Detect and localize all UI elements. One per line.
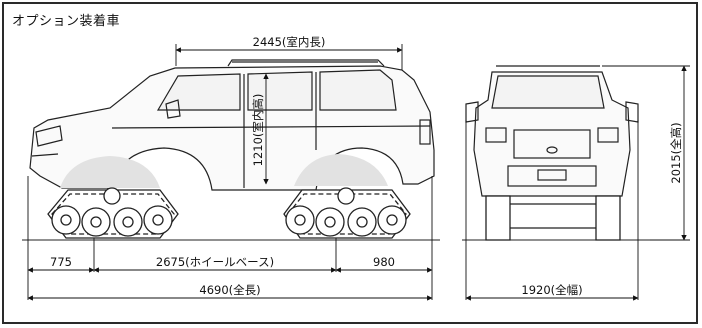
front-view-vehicle [465, 65, 639, 197]
side-view-vehicle [29, 59, 435, 191]
diagram-title: オプション装着車 [12, 14, 121, 29]
front-overhang-label: 775 [50, 255, 72, 269]
interior-height-label: 1210(室内高) [251, 94, 265, 167]
front-track-unit [47, 187, 179, 239]
front-view-tracks [485, 195, 621, 241]
rear-track-unit [283, 187, 411, 239]
overall-height-label: 2015(全高) [669, 122, 683, 183]
overall-length-label: 4690(全長) [199, 283, 260, 297]
wheelbase-label: 2675(ホイールベース) [156, 255, 274, 269]
rear-overhang-label: 980 [373, 255, 395, 269]
dimension-lines [27, 44, 690, 301]
interior-length-label: 2445(室内長) [253, 35, 326, 49]
overall-width-label: 1920(全幅) [521, 283, 582, 297]
